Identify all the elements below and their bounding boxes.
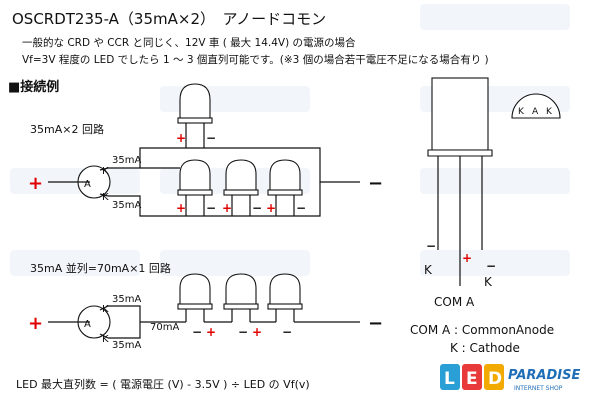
circuit1-wires	[48, 147, 360, 217]
package-lead-center-label: COM A	[434, 295, 475, 309]
package-body	[427, 77, 493, 286]
circuit1-plus: +	[28, 173, 43, 194]
top-view-pin-1: K	[518, 107, 525, 117]
logo-letter-e: E	[466, 369, 478, 389]
circuit2-pin-anode: A	[84, 319, 91, 330]
circuit2-pin-k1: K	[102, 304, 109, 315]
circuit1-led3-plus: +	[222, 201, 232, 215]
circuit2-led2-minus: −	[238, 325, 248, 339]
circuit1-led4-minus: −	[296, 201, 306, 215]
circuit1-led-4	[267, 159, 303, 216]
circuit1-led1-plus: +	[176, 131, 186, 145]
circuit1-branch-top: 35mA	[112, 155, 141, 166]
circuit2-led1-plus: +	[206, 325, 216, 339]
circuit2-pin-k2: K	[102, 334, 109, 345]
circuit2-label: 35mA 並列=70mA×1 回路	[30, 261, 171, 275]
page-title: OSCRDT235-A（35mA×2） アノードコモン	[12, 10, 326, 28]
circuit1-led2-plus: +	[176, 201, 186, 215]
package-lead-left-minus: −	[426, 239, 436, 253]
circuit2-led-3	[267, 273, 303, 322]
circuit1-led-3	[223, 159, 259, 216]
logo-brand-text: PARADISE	[508, 368, 580, 383]
circuit1-led-1	[177, 83, 213, 148]
circuit1-pin-k1: K	[102, 166, 109, 177]
circuit2-minus: −	[368, 313, 383, 334]
circuit2-led1-minus: −	[192, 325, 202, 339]
brand-logo: L E D PARADISE INTERNET SHOP	[440, 364, 580, 392]
logo-letter-d: D	[488, 369, 502, 389]
circuit2-led-2	[223, 273, 259, 322]
legend-com: COM A : CommonAnode	[410, 323, 554, 337]
circuit2-plus: +	[28, 313, 43, 334]
description-line-1: 一般的な CRD や CCR と同じく、12V 車 ( 最大 14.4V) の電…	[22, 36, 356, 49]
circuit1-led-2	[177, 159, 213, 216]
legend-k: K : Cathode	[450, 341, 520, 355]
circuit2-crd: A K K	[77, 304, 111, 345]
top-view-pin-3: K	[546, 107, 553, 117]
logo-letter-d-box	[484, 364, 504, 390]
package-lead-right-label: K	[484, 275, 493, 289]
circuit2-led-1	[177, 273, 213, 322]
package-lead-right-minus: −	[486, 259, 496, 273]
circuit1-branch-bottom: 35mA	[112, 200, 141, 211]
logo-letter-e-box	[462, 364, 482, 390]
circuit1-led3-minus: −	[252, 201, 262, 215]
logo-letter-l-box	[440, 364, 460, 390]
circuit2-led2-plus: +	[252, 325, 262, 339]
circuit2-wires	[48, 305, 360, 339]
top-view-pin-2: A	[532, 107, 539, 117]
circuit2-branch-bottom: 35mA	[112, 340, 141, 351]
package-lead-center-plus: +	[462, 251, 472, 265]
circuit2-led3-minus: −	[282, 325, 292, 339]
circuit2-joined-label: 70mA	[150, 322, 179, 333]
circuit1-label: 35mA×2 回路	[30, 123, 104, 136]
logo-sub-text: INTERNET SHOP	[514, 385, 563, 392]
circuit1-led4-plus: +	[266, 201, 276, 215]
package-top-view	[511, 93, 561, 119]
circuit1-minus: −	[368, 173, 383, 194]
package-lead-left-label: K	[424, 263, 433, 277]
circuit1-crd: A K K	[77, 165, 111, 203]
circuit1-pin-k2: K	[102, 192, 109, 203]
circuit2-branch-top: 35mA	[112, 294, 141, 305]
circuit1-led1-minus: −	[206, 131, 216, 145]
section-title: ■接続例	[8, 79, 59, 95]
circuit1-pin-anode: A	[84, 179, 91, 190]
formula-text: LED 最大直列数 = ( 電源電圧 (V) - 3.5V ) ÷ LED の …	[16, 377, 310, 391]
circuit1-led2-minus: −	[206, 201, 216, 215]
description-line-2: Vf=3V 程度の LED でしたら 1 ～ 3 個直列可能です。(※3 個の場…	[22, 53, 489, 66]
logo-letter-l: L	[444, 369, 455, 389]
